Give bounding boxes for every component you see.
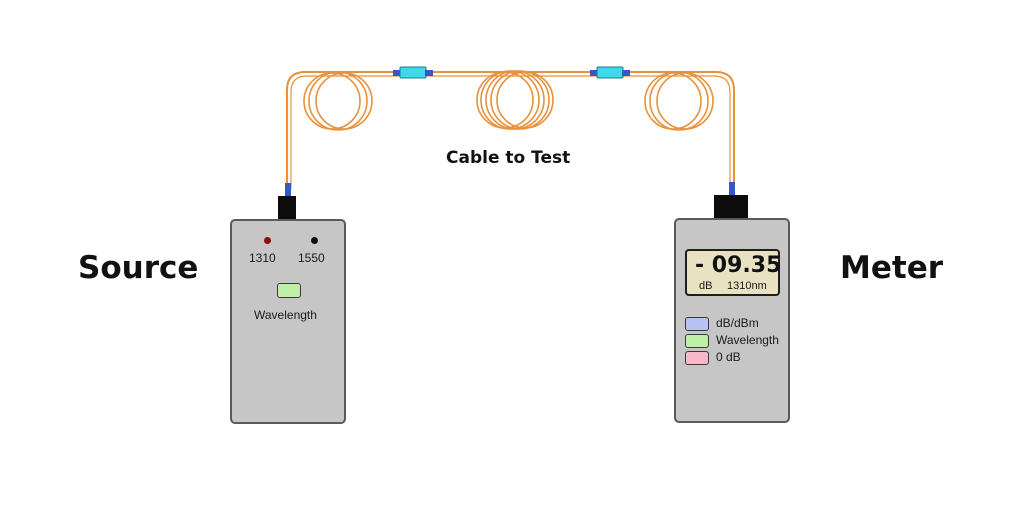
source-port [278,196,296,220]
meter-device: - 09.35 dB 1310nm dB/dBm Wavelength 0 dB [674,218,790,423]
source-label: Source [78,250,199,286]
meter-wavelength: 1310nm [727,280,767,292]
meter-wavelength-label: Wavelength [716,333,779,347]
db-dbm-button[interactable] [685,317,709,331]
cable-label: Cable to Test [446,148,571,168]
fiber-tip-source [285,183,291,197]
wavelength-1550-label: 1550 [298,251,325,265]
db-dbm-label: dB/dBm [716,316,759,330]
led-1550-indicator [311,237,318,244]
wavelength-1310-label: 1310 [249,251,276,265]
connector-right [590,66,630,79]
meter-reading: - 09.35 [695,253,782,278]
fiber-coil-middle [476,70,554,130]
fiber-cable-inner [290,75,731,189]
fiber-tip-meter [729,182,735,196]
fiber-coil-right [644,71,714,131]
meter-port [714,195,748,218]
fiber-cable [286,71,735,189]
source-wavelength-button[interactable] [277,283,301,298]
meter-unit: dB [699,280,713,292]
meter-wavelength-button[interactable] [685,334,709,348]
meter-label: Meter [840,250,944,286]
source-wavelength-label: Wavelength [254,308,317,322]
fiber-coil-left [303,71,373,131]
zero-db-button[interactable] [685,351,709,365]
connector-left [393,66,433,79]
zero-db-label: 0 dB [716,350,741,364]
meter-display: - 09.35 dB 1310nm [685,249,782,296]
source-device: 1310 1550 Wavelength [230,219,346,424]
led-1310-indicator [264,237,271,244]
